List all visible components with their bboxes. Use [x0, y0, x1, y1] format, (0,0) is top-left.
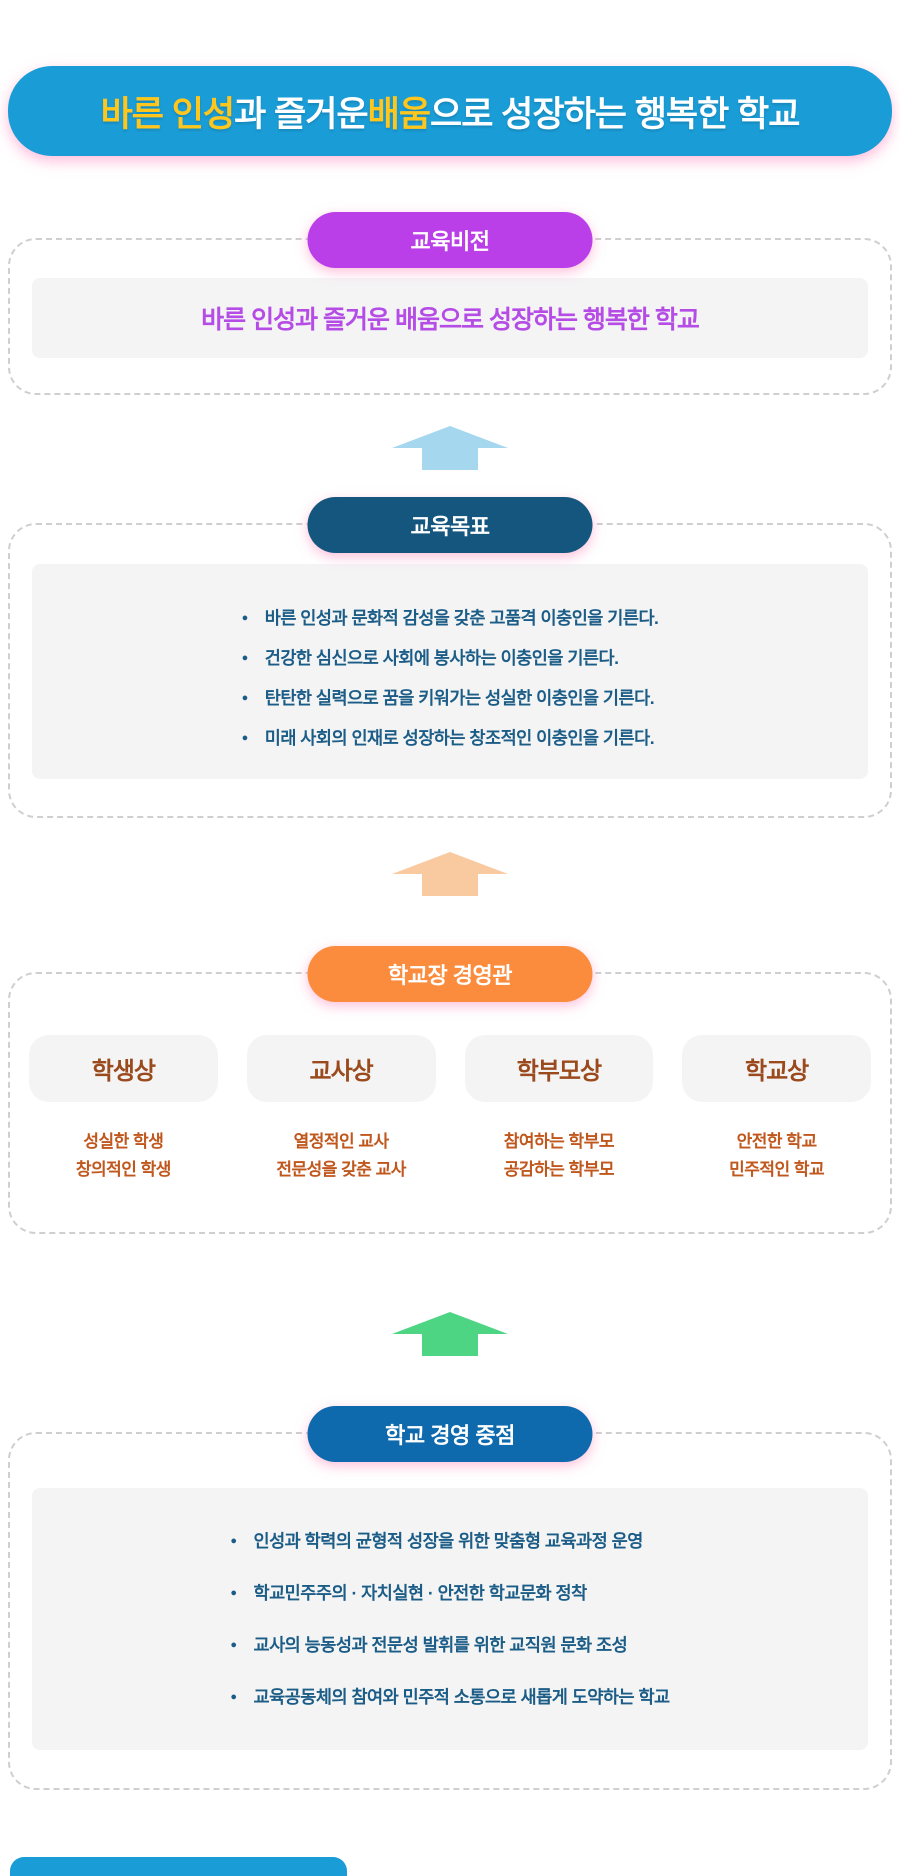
management-badge: 학교 경영 중점 [307, 1406, 593, 1462]
bullet-icon: ● [230, 1639, 237, 1651]
arrow-stem [422, 448, 478, 470]
card-lines: 안전한 학교 민주적인 학교 [682, 1128, 871, 1184]
arrow-head [392, 852, 508, 874]
card-lines: 성실한 학생 창의적인 학생 [29, 1128, 218, 1184]
vision-text: 바른 인성과 즐거운 배움으로 성장하는 행복한 학교 [201, 306, 700, 334]
arrow-stem [422, 1334, 478, 1356]
vision-section: 교육비전 바른 인성과 즐거운 배움으로 성장하는 행복한 학교 [8, 212, 892, 395]
card-title: 교사상 [246, 1035, 436, 1102]
management-item-text: 인성과 학력의 균형적 성장을 위한 맞춤형 교육과정 운영 [253, 1530, 643, 1551]
bullet-icon: ● [241, 652, 249, 664]
principal-cards: 학생상 성실한 학생 창의적인 학생 교사상 열정적인 교사 전문성을 갖춘 교… [10, 974, 890, 1184]
goals-list-item: ● 탄탄한 실력으로 꿈을 키워가는 성실한 이충인을 기른다. [242, 677, 659, 717]
card-line: 성실한 학생 [83, 1132, 164, 1151]
card-line: 창의적인 학생 [75, 1160, 172, 1179]
vision-badge: 교육비전 [307, 212, 593, 268]
header-text-2: 으로 성장하는 행복한 학교 [430, 94, 800, 134]
card-title: 학부모상 [464, 1035, 654, 1102]
management-item-text: 교육공동체의 참여와 민주적 소통으로 새롭게 도약하는 학교 [253, 1686, 670, 1707]
header-text-1: 과 즐거운 [234, 94, 369, 134]
header-highlight-1: 바른 인성 [100, 94, 236, 134]
arrow-stem [422, 874, 478, 896]
management-item-text: 학교민주주의 · 자치실현 · 안전한 학교문화 정착 [253, 1582, 587, 1603]
goals-item-text: 탄탄한 실력으로 꿈을 키워가는 성실한 이충인을 기른다. [264, 687, 655, 708]
next-section-banner-partial [10, 1857, 347, 1876]
vision-box: 바른 인성과 즐거운 배움으로 성장하는 행복한 학교 [32, 278, 868, 358]
goals-list-item: ● 건강한 심신으로 사회에 봉사하는 이충인을 기른다. [242, 637, 659, 677]
management-item-text: 교사의 능동성과 전문성 발휘를 위한 교직원 문화 조성 [253, 1634, 628, 1655]
header-banner: 바른 인성 과 즐거운 배움 으로 성장하는 행복한 학교 [8, 66, 892, 156]
card-title: 학생상 [29, 1035, 218, 1102]
principal-badge: 학교장 경영관 [307, 946, 593, 1002]
card-title: 학교상 [682, 1035, 871, 1102]
management-list-item: ● 교육공동체의 참여와 민주적 소통으로 새롭게 도약하는 학교 [230, 1670, 670, 1722]
principal-section: 학교장 경영관 학생상 성실한 학생 창의적인 학생 교사상 열정적인 교사 전… [8, 946, 892, 1234]
arrow-head [392, 1312, 508, 1334]
management-list-item: ● 교사의 능동성과 전문성 발휘를 위한 교직원 문화 조성 [230, 1618, 669, 1670]
card-line: 공감하는 학부모 [503, 1160, 615, 1179]
bullet-icon: ● [230, 1535, 237, 1547]
card-line: 안전한 학교 [736, 1132, 817, 1151]
goals-item-text: 바른 인성과 문화적 감성을 갖춘 고품격 이충인을 기른다. [264, 607, 659, 628]
bullet-icon: ● [241, 732, 249, 744]
card-line: 전문성을 갖춘 교사 [276, 1160, 406, 1179]
card-line: 열정적인 교사 [293, 1132, 390, 1151]
bullet-icon: ● [241, 612, 249, 624]
card-teacher: 교사상 열정적인 교사 전문성을 갖춘 교사 [246, 1035, 436, 1184]
goals-list-item: ● 미래 사회의 인재로 성장하는 창조적인 이충인을 기른다. [242, 717, 659, 757]
management-section: 학교 경영 중점 ● 인성과 학력의 균형적 성장을 위한 맞춤형 교육과정 운… [8, 1406, 892, 1790]
goals-list: ● 바른 인성과 문화적 감성을 갖춘 고품격 이충인을 기른다. ● 건강한 … [242, 564, 659, 757]
goals-section: 교육목표 ● 바른 인성과 문화적 감성을 갖춘 고품격 이충인을 기른다. ●… [8, 497, 892, 818]
management-list-item: ● 인성과 학력의 균형적 성장을 위한 맞춤형 교육과정 운영 [230, 1514, 669, 1566]
card-lines: 열정적인 교사 전문성을 갖춘 교사 [247, 1128, 436, 1184]
card-student: 학생상 성실한 학생 창의적인 학생 [29, 1035, 218, 1184]
management-box: ● 인성과 학력의 균형적 성장을 위한 맞춤형 교육과정 운영 ● 학교민주주… [32, 1488, 868, 1750]
up-arrow-blue [392, 426, 508, 470]
bullet-icon: ● [230, 1587, 237, 1599]
management-list-item: ● 학교민주주의 · 자치실현 · 안전한 학교문화 정착 [230, 1566, 669, 1618]
card-parent: 학부모상 참여하는 학부모 공감하는 학부모 [464, 1035, 654, 1184]
up-arrow-orange [392, 852, 508, 896]
up-arrow-green [392, 1312, 508, 1356]
goals-item-text: 건강한 심신으로 사회에 봉사하는 이충인을 기른다. [264, 647, 619, 668]
bullet-icon: ● [241, 692, 249, 704]
goals-badge: 교육목표 [307, 497, 593, 553]
goals-box: ● 바른 인성과 문화적 감성을 갖춘 고품격 이충인을 기른다. ● 건강한 … [32, 564, 868, 779]
header-highlight-2: 배움 [367, 94, 431, 134]
card-school: 학교상 안전한 학교 민주적인 학교 [682, 1035, 871, 1184]
bullet-icon: ● [230, 1691, 237, 1703]
card-line: 참여하는 학부모 [503, 1132, 615, 1151]
goals-item-text: 미래 사회의 인재로 성장하는 창조적인 이충인을 기른다. [264, 727, 655, 748]
management-list: ● 인성과 학력의 균형적 성장을 위한 맞춤형 교육과정 운영 ● 학교민주주… [230, 1488, 670, 1722]
goals-list-item: ● 바른 인성과 문화적 감성을 갖춘 고품격 이충인을 기른다. [242, 597, 659, 637]
arrow-head [392, 426, 508, 448]
card-lines: 참여하는 학부모 공감하는 학부모 [465, 1128, 654, 1184]
card-line: 민주적인 학교 [729, 1160, 825, 1179]
